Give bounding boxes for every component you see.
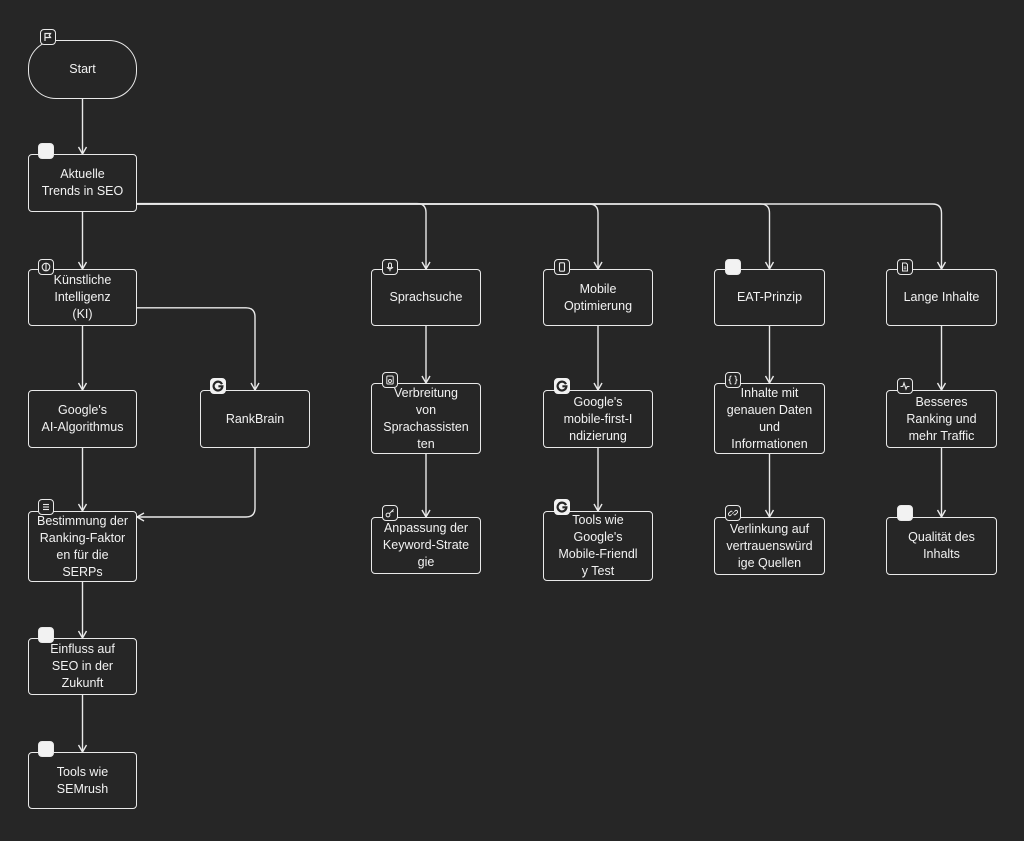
node-rankbrain[interactable]: RankBrain (200, 390, 310, 448)
link-icon (725, 505, 741, 521)
node-einfluss-label: Einfluss auf SEO in der Zukunft (50, 642, 115, 690)
node-sprachassist[interactable]: Verbreitung von Sprachassisten ten (371, 383, 481, 454)
edge-trends-to-eat (137, 203, 775, 271)
microphone-icon (382, 259, 398, 275)
brain-icon (38, 259, 54, 275)
document-icon (897, 259, 913, 275)
node-bestimmung-label: Bestimmung der Ranking-Faktor en für die… (36, 513, 128, 579)
node-verlinkung-label: Verlinkung auf vertrauenswürd ige Quelle… (726, 521, 813, 570)
key-icon (382, 505, 398, 521)
node-verlinkung[interactable]: Verlinkung auf vertrauenswürd ige Quelle… (714, 517, 825, 575)
node-sprachassist-label: Verbreitung von Sprachassisten ten (383, 385, 469, 451)
node-semrush-label: Tools wie SEMrush (56, 764, 109, 796)
google-icon (210, 378, 226, 394)
node-mobile-label: Mobile Optimierung (563, 281, 633, 313)
node-ki-label: Künstliche Intelligenz (KI) (53, 273, 112, 321)
smartphone-icon (554, 259, 570, 275)
edge-ki-to-rankbrain (137, 307, 260, 392)
google-icon (554, 378, 570, 394)
activity-icon (897, 378, 913, 394)
list-icon (38, 499, 54, 515)
node-keyword-label: Anpassung der Keyword-Strate gie (382, 521, 470, 569)
node-semrush[interactable]: Tools wie SEMrush (28, 752, 137, 809)
node-qualitaet-label: Qualität des Inhalts (908, 530, 975, 561)
node-einfluss[interactable]: Einfluss auf SEO in der Zukunft (28, 638, 137, 695)
node-mobile-first[interactable]: Google's mobile-first-I ndizierung (543, 390, 653, 448)
node-start[interactable]: Start (28, 40, 137, 99)
node-lange[interactable]: Lange Inhalte (886, 269, 997, 326)
node-sprachsuche-label: Sprachsuche (389, 290, 463, 304)
node-keyword[interactable]: Anpassung der Keyword-Strate gie (371, 517, 481, 574)
flag-icon (40, 29, 56, 45)
node-eat[interactable]: EAT-Prinzip (714, 269, 825, 326)
node-tools-mobile[interactable]: Tools wie Google's Mobile-Friendl y Test (543, 511, 653, 581)
speaker-icon (382, 372, 398, 388)
node-mobile[interactable]: Mobile Optimierung (543, 269, 653, 326)
square-icon (38, 627, 54, 643)
node-ki[interactable]: Künstliche Intelligenz (KI) (28, 269, 137, 326)
node-qualitaet[interactable]: Qualität des Inhalts (886, 517, 997, 575)
node-tools-mobile-label: Tools wie Google's Mobile-Friendl y Test (558, 513, 638, 578)
square-icon (38, 143, 54, 159)
node-ranking-traffic-label: Besseres Ranking und mehr Traffic (906, 394, 977, 443)
square-icon (897, 505, 913, 521)
node-inhalte-daten-label: Inhalte mit genauen Daten und Informatio… (726, 385, 813, 451)
node-ranking-traffic[interactable]: Besseres Ranking und mehr Traffic (886, 390, 997, 448)
edge-trends-to-lange (137, 203, 947, 271)
code-braces-icon (725, 372, 741, 388)
node-google-ai[interactable]: Google's AI-Algorithmus (28, 390, 137, 448)
node-google-ai-label: Google's AI-Algorithmus (41, 403, 124, 434)
node-sprachsuche[interactable]: Sprachsuche (371, 269, 481, 326)
square-icon (725, 259, 741, 275)
node-trends[interactable]: Aktuelle Trends in SEO (28, 154, 137, 212)
edge-rankbrain-to-bestimmung (135, 448, 256, 522)
square-icon (38, 741, 54, 757)
node-start-label: Start (69, 62, 96, 76)
node-mobile-first-label: Google's mobile-first-I ndizierung (563, 394, 633, 443)
node-bestimmung[interactable]: Bestimmung der Ranking-Faktor en für die… (28, 511, 137, 582)
node-trends-label: Aktuelle Trends in SEO (41, 167, 124, 198)
node-inhalte-daten[interactable]: Inhalte mit genauen Daten und Informatio… (714, 383, 825, 454)
node-eat-label: EAT-Prinzip (736, 290, 803, 304)
node-lange-label: Lange Inhalte (903, 290, 980, 304)
google-icon (554, 499, 570, 515)
edge-trends-to-mobile (137, 203, 603, 271)
node-rankbrain-label: RankBrain (225, 411, 285, 426)
